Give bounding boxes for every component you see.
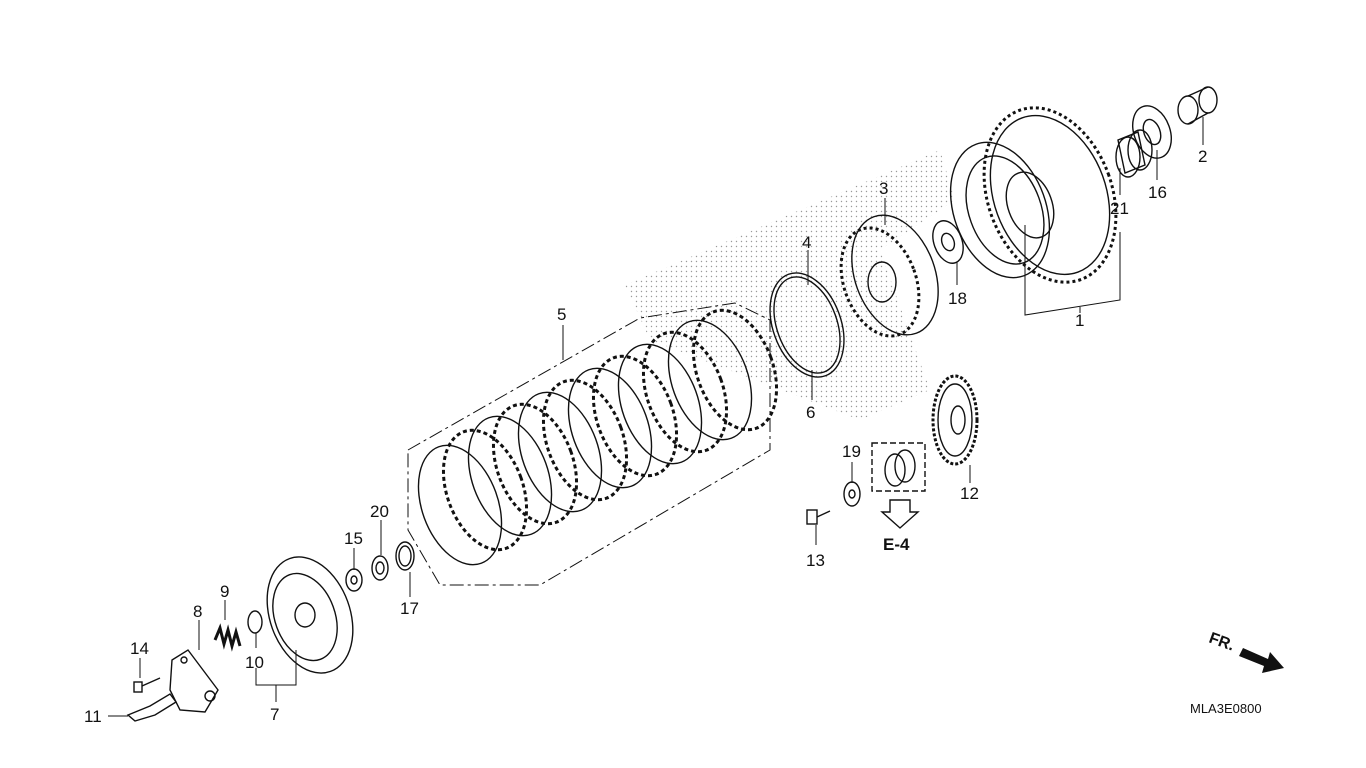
callout-15: 15 — [344, 529, 363, 548]
callout-17: 17 — [400, 599, 419, 618]
shadow-band — [625, 150, 955, 420]
needle-bearing — [1115, 129, 1153, 178]
callout-10: 10 — [245, 653, 264, 672]
callout-11: 11 — [84, 707, 102, 726]
collar — [1177, 86, 1218, 125]
callout-2: 2 — [1198, 147, 1207, 166]
direction-label: FR. — [1207, 630, 1237, 655]
callout-18: 18 — [948, 289, 967, 308]
front-direction-arrow: FR. — [1207, 630, 1284, 673]
washer-18 — [932, 220, 964, 264]
lifter-plate — [169, 649, 219, 713]
callout-9: 9 — [220, 582, 229, 601]
callout-1: 1 — [1075, 311, 1084, 330]
callout-6: 6 — [806, 403, 815, 422]
nut-15 — [345, 568, 363, 592]
washer-17 — [395, 541, 415, 571]
callout-21: 21 — [1110, 199, 1129, 218]
callout-7: 7 — [270, 705, 279, 724]
callout-16: 16 — [1148, 183, 1167, 202]
reference-gear — [871, 442, 926, 529]
callout-4: 4 — [802, 233, 811, 252]
thrust-washer — [1132, 105, 1172, 159]
pressure-plate — [266, 556, 354, 674]
bolt-13 — [806, 509, 831, 525]
washer-20 — [371, 555, 389, 581]
driven-gear — [931, 374, 979, 466]
washer-10 — [247, 610, 263, 634]
callout-5: 5 — [557, 305, 566, 324]
diagram-code: MLA3E0800 — [1190, 701, 1262, 716]
clutch-spring — [213, 623, 242, 652]
callout-12: 12 — [960, 484, 979, 503]
callout-20: 20 — [370, 502, 389, 521]
callout-8: 8 — [193, 602, 202, 621]
callout-3: 3 — [879, 179, 888, 198]
callout-19: 19 — [842, 442, 861, 461]
leader-lines — [108, 117, 1204, 717]
lifter-piece — [126, 693, 178, 722]
reference-label: E-4 — [883, 535, 910, 554]
clutch-center — [839, 214, 939, 338]
judder-spring — [769, 272, 845, 378]
washer-19 — [843, 481, 861, 507]
callout-14: 14 — [130, 639, 149, 658]
clutch-outer-housing — [949, 106, 1118, 284]
clutch-plate-stack — [407, 302, 779, 586]
bolt-14 — [133, 677, 161, 693]
callout-13: 13 — [806, 551, 825, 570]
